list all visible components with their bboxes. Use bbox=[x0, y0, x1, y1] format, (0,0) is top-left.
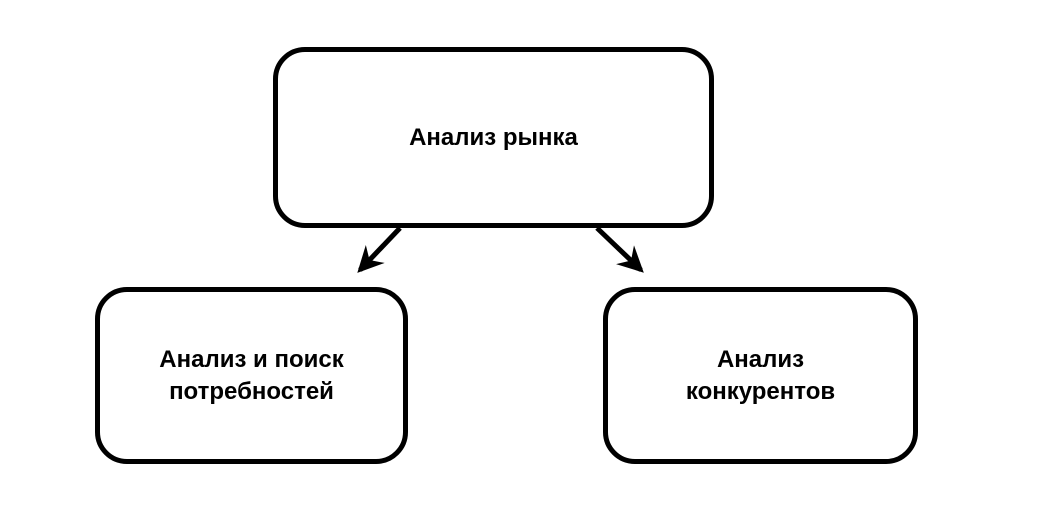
node-needs-analysis: Анализ и поиск потребностей bbox=[95, 287, 408, 464]
node-needs-analysis-label: Анализ и поиск потребностей bbox=[159, 345, 344, 405]
node-market-analysis-label: Анализ рынка bbox=[409, 123, 578, 151]
edge-root-to-competitors-arrow bbox=[595, 226, 644, 273]
node-market-analysis: Анализ рынка bbox=[273, 47, 714, 228]
node-competitor-analysis-label: Анализ конкурентов bbox=[685, 345, 836, 405]
edge-root-to-needs-arrow bbox=[357, 226, 402, 273]
node-competitor-analysis: Анализ конкурентов bbox=[603, 287, 918, 464]
